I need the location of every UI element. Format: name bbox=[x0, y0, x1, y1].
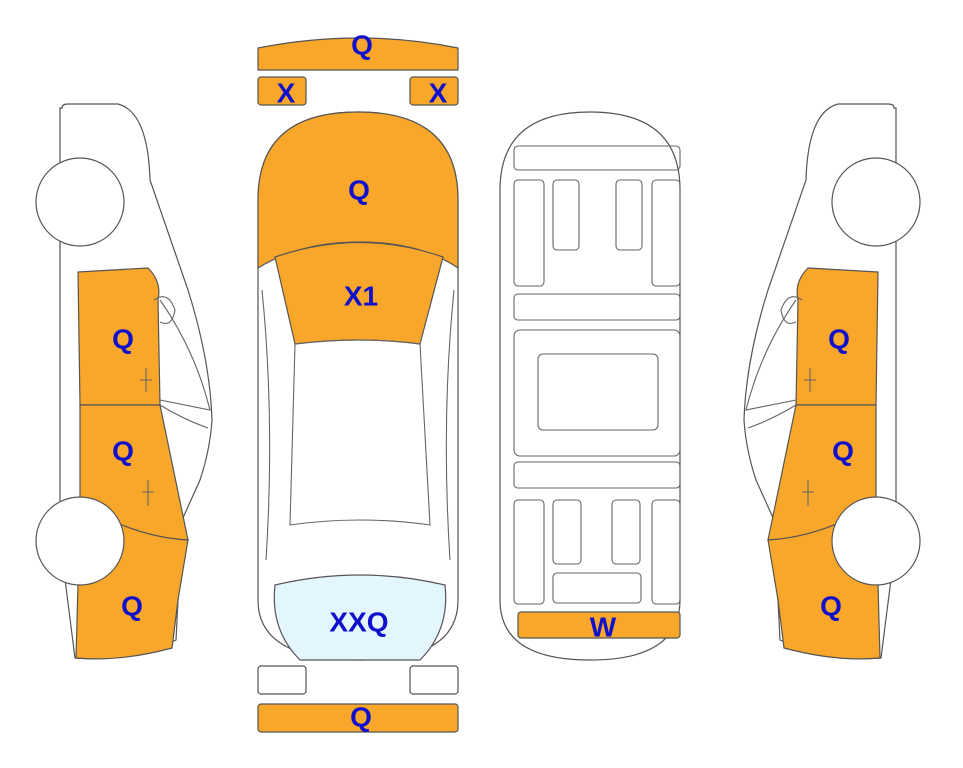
right-rear-wheel bbox=[831, 496, 921, 586]
right-side-window-line bbox=[745, 299, 797, 411]
underbody-rear-left-rail bbox=[513, 499, 545, 605]
underbody-front-left-rail bbox=[513, 179, 545, 287]
underbody-mid-crossmember bbox=[513, 293, 681, 321]
right-front-wheel bbox=[831, 157, 921, 247]
right-headlight-panel[interactable] bbox=[409, 76, 459, 106]
rear-window-code: XXQ bbox=[329, 607, 388, 638]
left-front-door-handle bbox=[140, 368, 152, 392]
rear-bumper-code: Q bbox=[350, 702, 372, 733]
left-taillight[interactable] bbox=[257, 665, 307, 695]
right-side-door-line bbox=[747, 404, 797, 429]
rear-bumper-panel[interactable] bbox=[257, 703, 459, 733]
left-rear-door-handle bbox=[142, 480, 154, 506]
right-front-door-panel[interactable] bbox=[795, 267, 879, 406]
left-side-pillar-line bbox=[261, 289, 271, 561]
left-rear-door-code: Q bbox=[112, 436, 134, 467]
right-side-pillar-line bbox=[445, 289, 455, 561]
right-rear-door-handle bbox=[802, 480, 814, 506]
left-front-door-code: Q bbox=[112, 324, 134, 355]
underbody-front-left-inner bbox=[552, 179, 580, 251]
hood-code: Q bbox=[348, 175, 370, 206]
right-taillight[interactable] bbox=[409, 665, 459, 695]
left-side-mirror bbox=[153, 296, 176, 325]
right-rear-quarter-code: Q bbox=[820, 591, 842, 622]
underbody-front-right-rail bbox=[651, 179, 681, 287]
underbody-floor-pan bbox=[513, 329, 681, 457]
underbody-spare-well bbox=[552, 572, 642, 604]
underbody-rear-right-inner bbox=[611, 499, 641, 565]
roof-outline bbox=[289, 339, 431, 526]
windshield-code: X1 bbox=[344, 281, 378, 312]
underbody-rear-left-inner bbox=[552, 499, 582, 565]
underbody-center-tunnel bbox=[537, 353, 659, 431]
right-side-view bbox=[743, 103, 921, 660]
left-headlight-code: X bbox=[277, 78, 296, 109]
right-front-door-handle bbox=[804, 368, 816, 392]
left-front-wheel bbox=[35, 157, 125, 247]
rear-window-panel[interactable] bbox=[273, 574, 447, 661]
underbody-rear-crossmember bbox=[513, 461, 681, 489]
underbody-front-right-inner bbox=[615, 179, 643, 251]
underbody-front-crossmember bbox=[513, 145, 681, 171]
left-front-door-panel[interactable] bbox=[77, 267, 161, 406]
underbody-rear-right-rail bbox=[651, 499, 681, 605]
right-headlight-code: X bbox=[429, 78, 448, 109]
left-rear-quarter-code: Q bbox=[121, 591, 143, 622]
left-headlight-panel[interactable] bbox=[257, 76, 307, 106]
left-side-window-line bbox=[159, 299, 211, 411]
underbody-rear-code: W bbox=[590, 612, 617, 643]
left-side-view: Q Q Q bbox=[35, 103, 213, 660]
underbody-outline bbox=[499, 111, 681, 661]
underbody-view: W bbox=[499, 111, 681, 661]
right-rear-door-code: Q bbox=[832, 436, 854, 467]
front-bumper-panel[interactable] bbox=[257, 37, 459, 71]
front-bumper-code: Q bbox=[351, 30, 373, 61]
left-rear-wheel bbox=[35, 496, 125, 586]
right-side-mirror bbox=[780, 296, 803, 325]
underbody-rear-panel[interactable] bbox=[517, 611, 681, 639]
left-side-door-line bbox=[159, 404, 209, 429]
top-view: Q X X Q X1 XXQ Q bbox=[257, 30, 459, 733]
right-front-door-code: Q bbox=[828, 324, 850, 355]
